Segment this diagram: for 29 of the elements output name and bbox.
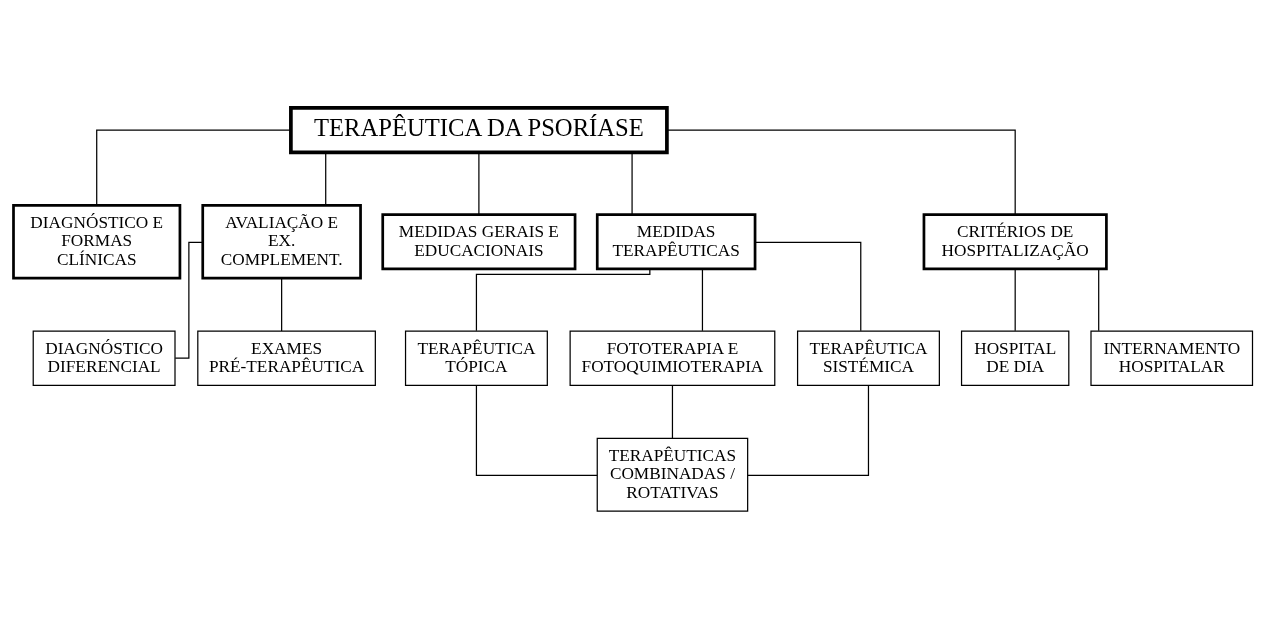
- connector: [666, 129, 1016, 215]
- connector: [1014, 268, 1016, 332]
- connector: [747, 384, 870, 476]
- node-box: CRITÉRIOS DE HOSPITALIZAÇÃO: [922, 213, 1108, 271]
- node-box: DIAGNÓSTICO DIFERENCIAL: [32, 330, 176, 386]
- connector: [325, 152, 327, 206]
- connector: [754, 241, 862, 332]
- node-box: HOSPITAL DE DIA: [960, 330, 1070, 386]
- connector: [671, 385, 674, 439]
- connector: [701, 268, 704, 332]
- node-box: FOTOTERAPIA E FOTOQUIMIOTERAPIA: [569, 330, 776, 386]
- node-box: EXAMES PRÉ-TERAPÊUTICA: [197, 330, 376, 386]
- connector: [96, 129, 292, 206]
- connector: [478, 152, 480, 216]
- node-box: TERAPÊUTICA SISTÉMICA: [796, 330, 940, 386]
- node-box: TERAPÊUTICA TÓPICA: [404, 330, 548, 386]
- node-box: INTERNAMENTO HOSPITALAR: [1090, 330, 1254, 386]
- node-box: MEDIDAS GERAIS E EDUCACIONAIS: [381, 213, 577, 271]
- connector: [475, 268, 651, 332]
- connector: [1098, 268, 1100, 332]
- connector: [631, 152, 633, 216]
- connector: [281, 277, 283, 332]
- node-box: MEDIDAS TERAPÊUTICAS: [595, 213, 757, 271]
- node-box: TERAPÊUTICA DA PSORÍASE: [289, 106, 669, 155]
- node-box: DIAGNÓSTICO E FORMAS CLÍNICAS: [12, 203, 182, 280]
- node-box: TERAPÊUTICAS COMBINADAS / ROTATIVAS: [596, 437, 749, 512]
- connector: [174, 241, 204, 359]
- node-box: AVALIAÇÃO E EX. COMPLEMENT.: [201, 203, 362, 280]
- connector: [475, 384, 598, 476]
